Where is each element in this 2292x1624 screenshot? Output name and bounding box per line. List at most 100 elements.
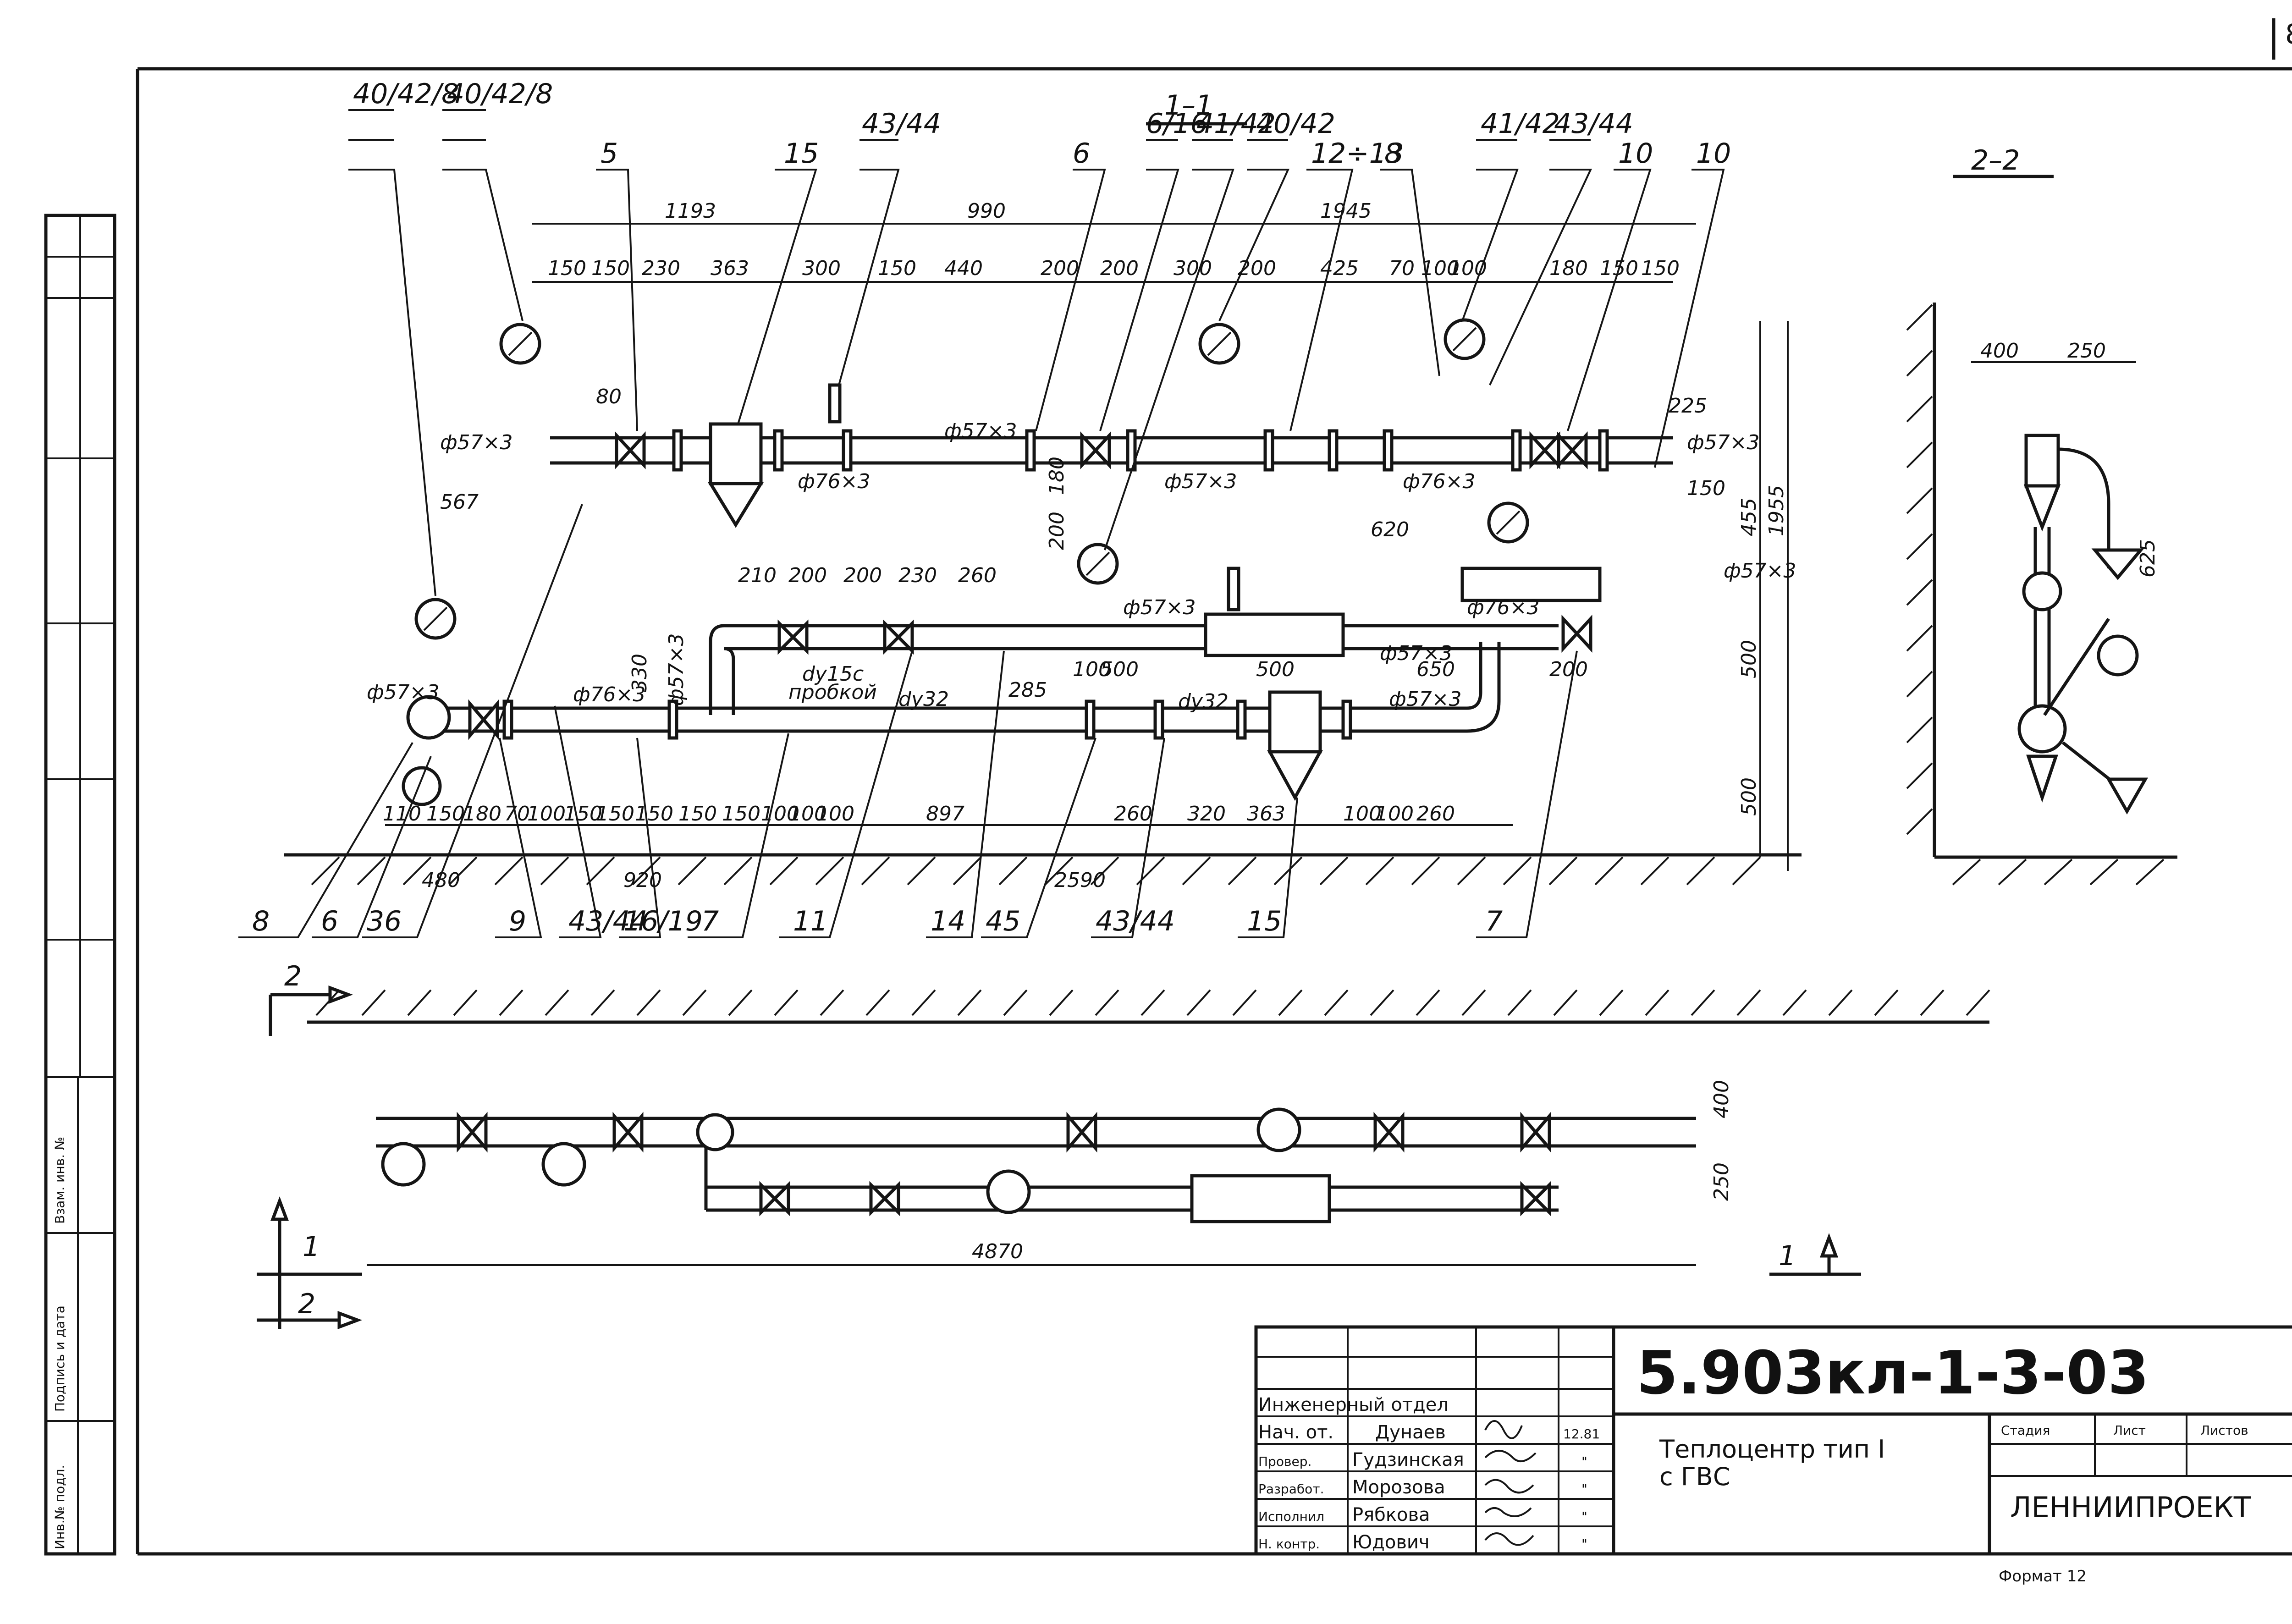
callout-top-6: 6/16 bbox=[1146, 108, 1208, 140]
dim-m7: 500 bbox=[1100, 658, 1139, 681]
dim-b14: 260 bbox=[1114, 802, 1152, 826]
callout-top-5: 6 bbox=[1073, 138, 1090, 170]
pipe-label-5: ф76×3 bbox=[1403, 470, 1475, 493]
pipe-label-13: ф57×3 bbox=[1389, 688, 1461, 711]
dim-455: 455 bbox=[1737, 498, 1761, 536]
dim-b0: 110 bbox=[383, 802, 421, 826]
dim-s2: 230 bbox=[642, 257, 680, 280]
plan-valve bbox=[1520, 1181, 1551, 1217]
dim-b12: 100 bbox=[816, 802, 854, 826]
dim-b1: 150 bbox=[426, 802, 465, 826]
dim-b16: 363 bbox=[1247, 802, 1285, 826]
middle-pipeline: 210 200 200 230 260 dу15с пробкой dу32 ф… bbox=[709, 564, 1602, 715]
dim-500b: 500 bbox=[1737, 777, 1761, 816]
dim-s17: 150 bbox=[1641, 257, 1680, 280]
dim-m4: 150 bbox=[1687, 477, 1725, 500]
tb-row-4-name: Рябкова bbox=[1352, 1504, 1430, 1525]
callout-bot-4: 43/44 bbox=[568, 905, 648, 937]
dim-mid-3: 230 bbox=[898, 564, 937, 587]
plan-elevator bbox=[541, 1142, 586, 1187]
dim-m1: 567 bbox=[440, 490, 479, 514]
callout-top-13: 10 bbox=[1618, 138, 1653, 170]
mixer-body bbox=[1204, 612, 1345, 657]
sheet-number: 8 bbox=[2285, 18, 2292, 50]
tb-row-1-date: 12.81 bbox=[1563, 1426, 1600, 1442]
pipe-label-8: ф76×3 bbox=[1467, 596, 1539, 619]
dim-b15: 320 bbox=[1187, 802, 1226, 826]
callout-top-8: 40/42 bbox=[1256, 108, 1335, 140]
pipe-label-6: ф57×3 bbox=[1687, 431, 1759, 454]
side-stamp-vzam: Взам. инв. № bbox=[52, 1137, 67, 1224]
tb-row-3-role: Разработ. bbox=[1258, 1481, 1324, 1497]
dim-s6: 440 bbox=[944, 257, 983, 280]
dim-o0: 480 bbox=[422, 869, 460, 892]
callout-top-11: 41/42 bbox=[1481, 108, 1560, 140]
section-2-2-title: 2–2 bbox=[1971, 144, 2020, 176]
note-dy32b: dу32 bbox=[1178, 690, 1229, 713]
dim-2-2-250: 250 bbox=[2067, 339, 2106, 363]
callout-top-1: 40/42/8 bbox=[447, 78, 553, 110]
dim-b19: 260 bbox=[1416, 802, 1455, 826]
strainer-2-2 bbox=[2024, 434, 2060, 488]
plan-elevator bbox=[381, 1142, 426, 1187]
dim-o2: 2590 bbox=[1054, 869, 1106, 892]
dim-mid-4: 260 bbox=[958, 564, 997, 587]
sheet-header: Лист bbox=[2113, 1423, 2146, 1438]
valve-mid-2 bbox=[883, 619, 914, 655]
callout-top-14: 10 bbox=[1696, 138, 1731, 170]
callout-bot-9: 45 bbox=[986, 905, 1020, 937]
note-dy15: dу15с bbox=[802, 662, 864, 686]
tb-row-5-role: Н. контр. bbox=[1258, 1536, 1320, 1552]
callout-bot-1: 6 bbox=[321, 905, 338, 937]
dim-s0: 150 bbox=[548, 257, 586, 280]
dim-1945: 1945 bbox=[1320, 199, 1372, 223]
cut-2-top: 2 bbox=[284, 960, 302, 992]
dim-b18: 100 bbox=[1375, 802, 1414, 826]
pipe-label-1: ф57×3 bbox=[367, 681, 439, 704]
org-name: ЛЕННИИПРОЕКТ bbox=[2010, 1491, 2252, 1524]
floor-hatch bbox=[284, 853, 1802, 886]
elevator-icon bbox=[402, 766, 442, 806]
dim-500a: 500 bbox=[1737, 640, 1761, 678]
dim-m13: 100 bbox=[1073, 658, 1111, 681]
dim-m0: 80 bbox=[596, 385, 622, 408]
strainer-cone bbox=[707, 482, 764, 528]
dim-b17: 100 bbox=[1343, 802, 1382, 826]
tb-row-2-date: " bbox=[1581, 1454, 1587, 1469]
side-stamp: Взам. инв. № Подпись и дата Инв.№ подл. bbox=[44, 214, 116, 1556]
drawing-title-2: с ГВС bbox=[1659, 1462, 1730, 1491]
dim-s12: 70 bbox=[1389, 257, 1415, 280]
callout-bot-11: 15 bbox=[1247, 905, 1282, 937]
callout-bot-6: 7 bbox=[701, 905, 719, 937]
callout-bot-2: 36 bbox=[367, 905, 402, 937]
plan-valve bbox=[869, 1181, 900, 1217]
side-dimension-chain: 455 1955 500 500 bbox=[1737, 321, 1789, 871]
dim-s7: 200 bbox=[1041, 257, 1079, 280]
dim-b10: 100 bbox=[761, 802, 799, 826]
lower-pipeline: ф57×3 ф76×3 ф57×3 ф57×3 dу32 bbox=[367, 633, 1501, 806]
dim-m10: 200 bbox=[1549, 658, 1588, 681]
callout-top-2: 5 bbox=[601, 138, 618, 170]
drawing-title-1: Теплоцентр тип I bbox=[1659, 1435, 1885, 1464]
dim-b6: 150 bbox=[596, 802, 634, 826]
dim-b8: 150 bbox=[678, 802, 717, 826]
dim-s15: 180 bbox=[1549, 257, 1588, 280]
bottom-dimension-chain: 110 150 180 70 100 150 150 150 150 150 1… bbox=[383, 802, 1513, 892]
callout-top-9: 12÷13 bbox=[1311, 138, 1404, 170]
gate-valve-10 bbox=[1529, 431, 1560, 469]
dim-s3: 363 bbox=[711, 257, 749, 280]
callout-top-4: 43/44 bbox=[862, 108, 941, 140]
gate-valve-5 bbox=[615, 431, 646, 469]
dim-s1: 150 bbox=[591, 257, 630, 280]
tb-row-3-name: Морозова bbox=[1352, 1477, 1445, 1498]
section-1-1: 1–1 1193 990 1945 150 150 230 363 300 15… bbox=[238, 78, 1802, 938]
format-label: Формат 12 bbox=[1999, 1567, 2087, 1585]
plan-valve bbox=[759, 1181, 790, 1217]
section-2-2: 2–2 400 250 625 bbox=[1906, 144, 2177, 886]
dim-mid-1: 200 bbox=[788, 564, 827, 587]
dim-1955: 1955 bbox=[1765, 485, 1788, 536]
pipe-label-9: ф57×3 bbox=[1380, 642, 1452, 665]
dim-1193: 1193 bbox=[665, 199, 716, 223]
plan-valve bbox=[1066, 1112, 1097, 1153]
